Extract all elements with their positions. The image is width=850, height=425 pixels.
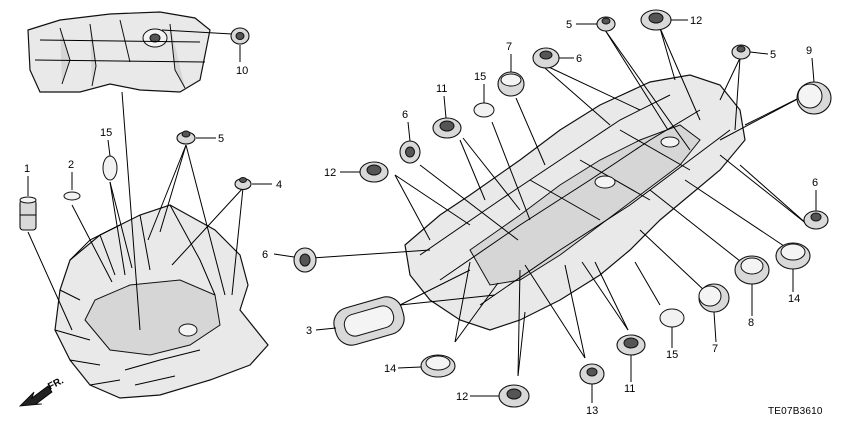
callout-10: 10 (236, 65, 248, 77)
grommet-part-14-bottom (420, 354, 456, 378)
seal-part-2 (63, 191, 81, 201)
callout-11-upper: 11 (436, 83, 447, 95)
grommet-part-6-left (293, 247, 317, 273)
callout-12-bottom: 12 (456, 391, 468, 403)
grommet-part-6-top (532, 47, 560, 69)
grommet-part-12-bottom (498, 384, 530, 408)
front-arrow-icon (18, 385, 53, 407)
front-bulkhead (27, 11, 211, 93)
callout-5-right: 5 (770, 49, 776, 61)
callout-7-upper: 7 (506, 41, 512, 53)
callout-15-lower: 15 (666, 349, 678, 361)
callout-6-top: 6 (576, 53, 582, 65)
seal-part-15-upper (473, 102, 495, 118)
callout-labels: 10 1 2 15 5 4 12 6 6 11 15 7 6 5 12 5 9 … (24, 15, 818, 417)
callout-8: 8 (748, 317, 754, 329)
grommet-part-4 (234, 177, 252, 191)
grommet-part-14-right (775, 242, 811, 270)
plug-part-7-upper (497, 71, 525, 97)
callout-11-lower: 11 (624, 383, 635, 395)
grommet-part-12-top (640, 9, 672, 31)
callout-6-upper: 6 (402, 109, 408, 121)
callout-14-right: 14 (788, 293, 800, 305)
callout-9: 9 (806, 45, 812, 57)
grommet-part-5-left (176, 130, 196, 145)
grommet-part-5-right (731, 44, 751, 60)
seal-part-15-left (102, 155, 118, 181)
callout-14-bottom: 14 (384, 363, 396, 375)
grommet-part-8 (734, 255, 770, 285)
callout-13: 13 (586, 405, 598, 417)
grommet-part-11-lower (616, 334, 646, 356)
grommet-part-12-left (359, 161, 389, 183)
callout-12-left: 12 (324, 167, 336, 179)
front-floor-assembly (54, 204, 269, 399)
seal-part-3 (333, 296, 405, 346)
leader-lines (27, 27, 809, 377)
seal-part-15-lower (659, 308, 685, 328)
grommet-part-5-top (596, 16, 616, 32)
callout-2: 2 (68, 159, 74, 171)
plug-part-9 (796, 81, 832, 115)
plug-part-1 (19, 196, 37, 231)
callout-15-left: 15 (100, 127, 112, 139)
grommet-part-10 (230, 27, 250, 45)
callout-stubs (27, 19, 817, 403)
callout-5-top: 5 (566, 19, 572, 31)
grommet-part-13 (579, 363, 605, 385)
callout-4: 4 (276, 179, 282, 191)
callout-1: 1 (24, 163, 30, 175)
grommet-part-6-right (803, 210, 829, 230)
callout-7-lower: 7 (712, 343, 718, 355)
plug-part-7-lower (698, 283, 730, 313)
callout-6-left: 6 (262, 249, 268, 261)
grommet-part-11-upper (432, 117, 462, 139)
callout-6-right: 6 (812, 177, 818, 189)
front-direction-label: FR. (46, 375, 66, 392)
callout-3: 3 (306, 325, 312, 337)
diagram-code: TE07B3610 (768, 406, 823, 417)
callout-5-left: 5 (218, 133, 224, 145)
grommet-part-6-upper (399, 140, 421, 164)
callout-15-upper: 15 (474, 71, 486, 83)
callout-12-top: 12 (690, 15, 702, 27)
front-direction-indicator: FR. (18, 375, 66, 407)
main-floor-pan (404, 74, 746, 331)
